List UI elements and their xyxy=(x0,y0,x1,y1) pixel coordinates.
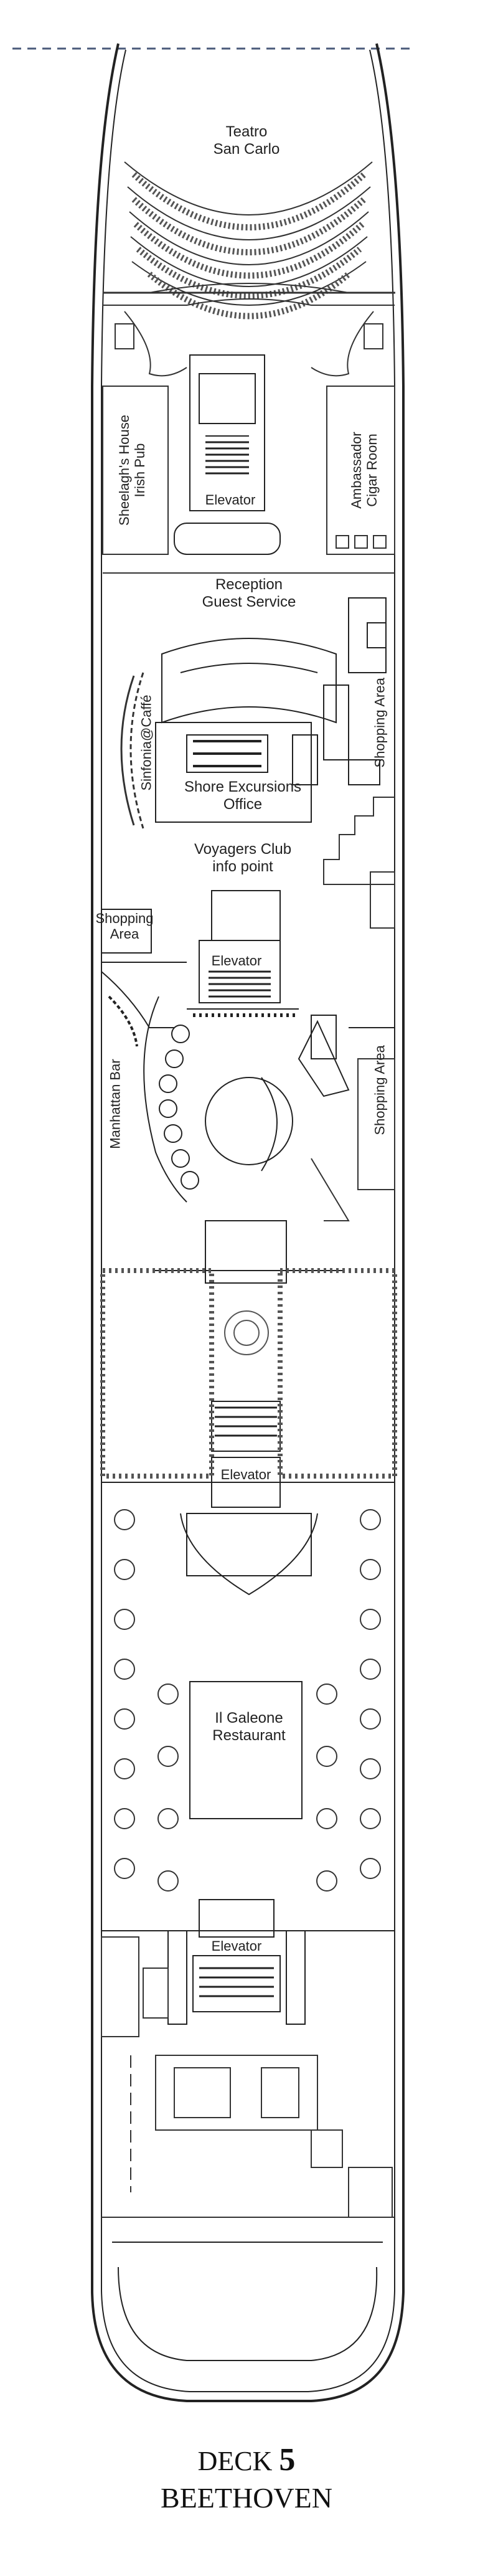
deck-title: DECK 5 xyxy=(0,2442,493,2478)
sinfonia-seating xyxy=(120,672,144,829)
voyagers-label-line1: Voyagers Club xyxy=(194,841,292,858)
deck-label: DECK xyxy=(197,2446,273,2476)
shopping-steps-1 xyxy=(323,797,395,929)
teatro-label-line1: Teatro xyxy=(225,123,268,140)
shopping-left-line1: Shopping xyxy=(95,911,154,926)
shore-label-line1: Shore Excursions xyxy=(184,779,302,795)
hull-outline xyxy=(91,43,405,2402)
reception-label-line2: Guest Service xyxy=(202,594,296,610)
elevator-label-1[interactable]: Elevator xyxy=(205,492,256,508)
sheelagh-label-line1: Sheelagh's House xyxy=(116,415,132,526)
sheelagh-label-line2: Irish Pub xyxy=(132,443,148,498)
theatre-lobby xyxy=(103,298,395,377)
elevator-block-1 xyxy=(174,354,281,555)
shopping-area-left-label[interactable]: Shopping Area xyxy=(87,911,162,942)
sinfonia-label[interactable]: Sinfonia@Caffé xyxy=(138,694,154,791)
elevator-block-2 xyxy=(187,890,299,1017)
galeone-restaurant-label[interactable]: Il Galeone Restaurant xyxy=(187,1710,311,1745)
ambassador-label-line2: Cigar Room xyxy=(364,433,380,507)
restaurant-area xyxy=(101,1482,395,1931)
ambassador-label-line1: Ambassador xyxy=(349,432,364,509)
voyagers-label-line2: info point xyxy=(212,858,273,875)
ambassador-label[interactable]: Ambassador Cigar Room xyxy=(349,408,380,533)
theatre-area xyxy=(103,161,395,320)
galeone-label-line2: Restaurant xyxy=(212,1727,286,1744)
sheelagh-pub-label[interactable]: Sheelagh's House Irish Pub xyxy=(116,408,148,533)
lounge-seating xyxy=(100,1268,397,1479)
teatro-label-line2: San Carlo xyxy=(213,141,280,158)
stern-area xyxy=(112,2242,383,2361)
reception-area xyxy=(161,597,387,724)
manhattan-bar-label[interactable]: Manhattan Bar xyxy=(107,1059,123,1149)
reception-label-line1: Reception xyxy=(215,576,283,593)
deck-name: BEETHOVEN xyxy=(161,2482,332,2514)
elevator-label-3[interactable]: Elevator xyxy=(220,1467,271,1482)
elevator-block-4 xyxy=(167,1899,306,2025)
elevator-label-2[interactable]: Elevator xyxy=(211,953,262,968)
elevator-label-4[interactable]: Elevator xyxy=(211,1938,262,1954)
shopping-area-2 xyxy=(311,1058,395,1221)
hull-inner-outline xyxy=(101,49,395,2392)
restaurant-tables xyxy=(114,1509,381,1892)
galeone-label-line1: Il Galeone xyxy=(215,1710,283,1726)
left-shopping-area xyxy=(101,909,187,1047)
manhattan-bar-area xyxy=(143,996,395,1203)
elevator-block-3 xyxy=(153,1220,342,1508)
shore-label-line2: Office xyxy=(223,796,263,813)
deck-number: 5 xyxy=(279,2442,296,2478)
teatro-label[interactable]: Teatro San Carlo xyxy=(199,123,294,158)
shopping-left-line2: Area xyxy=(110,926,139,942)
shore-excursions-office xyxy=(155,684,380,823)
shopping-area-label-1[interactable]: Shopping Area xyxy=(372,678,388,768)
shopping-area-label-2[interactable]: Shopping Area xyxy=(372,1045,388,1135)
shore-excursions-label[interactable]: Shore Excursions Office xyxy=(162,779,324,813)
voyagers-club-label[interactable]: Voyagers Club info point xyxy=(162,841,324,876)
aft-service-rooms xyxy=(101,1936,395,2218)
reception-label[interactable]: Reception Guest Service xyxy=(156,576,342,611)
pub-and-cigar-room xyxy=(102,386,395,574)
